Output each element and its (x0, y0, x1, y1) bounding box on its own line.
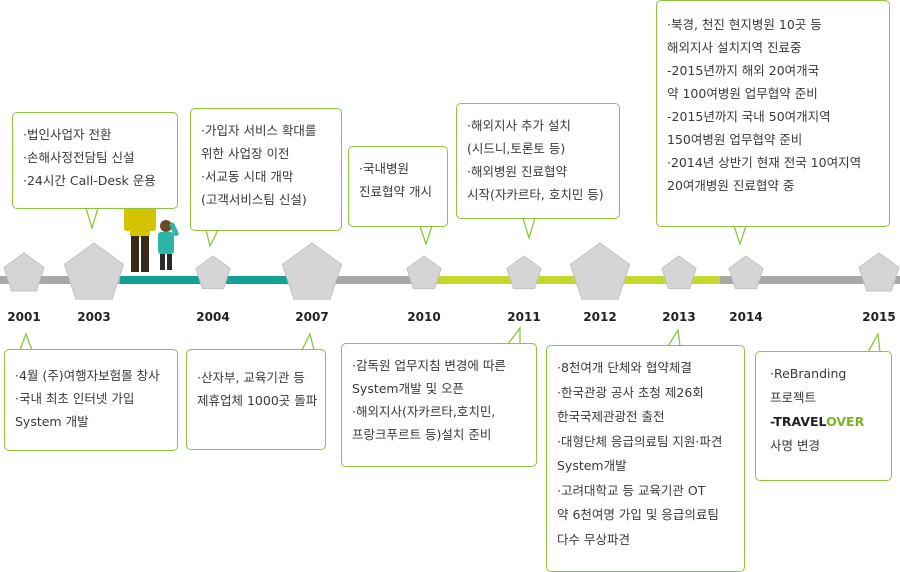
event-line: ·대형단체 응급의료팀 지원·파견 (557, 433, 723, 449)
event-box-2011: ·감독원 업무지침 변경에 따른 System개발 및 오픈 ·해외지사(자카르… (341, 343, 537, 467)
event-box-2015: ·ReBranding 프로젝트 -TRAVELOVER 사명 변경 (755, 351, 892, 481)
event-line: 20여개병원 진료협약 중 (667, 178, 795, 193)
year-label-2014: 2014 (729, 310, 763, 324)
event-box-2013: ·8천여개 단체와 협약체결 ·한국관광 공사 초청 제26회 한국국제관광전 … (546, 345, 745, 572)
timeline-marker-2003 (63, 242, 125, 300)
event-line: 약 100여병원 업무협약 준비 (667, 86, 818, 101)
event-line: 프랑크푸르트 등)설치 준비 (352, 427, 492, 442)
brand-logo-travelover: -TRAVELOVER (770, 410, 881, 434)
event-line: 150여병원 업무협약 준비 (667, 132, 803, 147)
event-line: ·8천여개 단체와 협약체결 (557, 360, 692, 375)
event-box-2012: ·해외지사 추가 설치 (시드니,토론토 등) ·해외병원 진료협약 시작(자카… (456, 103, 620, 219)
event-line: System개발 및 오픈 (352, 381, 465, 396)
event-line: ·24시간 Call-Desk 운용 (23, 173, 156, 188)
callout-pointer-2003 (85, 207, 99, 231)
event-line: 다수 무상파견 (557, 531, 630, 547)
event-line: ·4월 (주)여행자보험몰 창사 (15, 368, 160, 383)
event-line: 사명 변경 (770, 438, 820, 453)
year-label-2010: 2010 (407, 310, 441, 324)
event-line: System 개발 (15, 414, 89, 429)
timeline-segment-lime (420, 276, 720, 284)
event-line: -2015년까지 해외 20여개국 (667, 63, 820, 78)
timeline-segment-gray-1 (0, 276, 120, 284)
event-line: 약 6천여명 가입 및 응급의료팀 (557, 507, 719, 522)
timeline-marker-2011 (506, 255, 542, 290)
event-box-2010: ·국내병원 진료협약 개시 (348, 146, 448, 227)
event-line: System개발 (557, 458, 627, 473)
timeline-segment-gray-2 (315, 276, 420, 284)
event-line: ·해외지사(자카르타,호치민, (352, 404, 496, 419)
year-label-2013: 2013 (662, 310, 696, 324)
brand-prefix: - (770, 414, 774, 429)
callout-pointer-2014 (733, 225, 747, 247)
year-label-2011: 2011 (507, 310, 541, 324)
year-label-2007: 2007 (295, 310, 329, 324)
timeline-marker-2010 (406, 255, 442, 290)
event-box-2004: ·가입자 서비스 확대를 위한 사업장 이전 ·서교동 시대 개막 (고객서비스… (190, 108, 342, 231)
event-line: ·북경, 천진 현지병원 10곳 등 (667, 17, 822, 32)
event-box-2007: ·산자부, 교육기관 등 제휴업체 1000곳 돌파 (186, 349, 326, 450)
event-line: ·2014년 상반기 현재 전국 10여지역 (667, 155, 862, 170)
event-line: ·국내병원 (359, 161, 409, 176)
event-line: 제휴업체 1000곳 돌파 (197, 393, 318, 408)
year-label-2003: 2003 (77, 310, 111, 324)
callout-pointer-2001 (19, 332, 33, 351)
brand-part1: TRAVEL (773, 414, 827, 429)
timeline-marker-2012 (569, 242, 631, 300)
event-line: 해외지사 설치지역 진료중 (667, 40, 802, 55)
timeline-marker-2015 (858, 252, 900, 292)
event-line: ·서교동 시대 개막 (201, 169, 294, 184)
event-line: ·한국관광 공사 초청 제26회 (557, 384, 704, 400)
year-label-2015: 2015 (862, 310, 896, 324)
callout-pointer-2011 (506, 326, 521, 345)
timeline-marker-2014 (728, 255, 764, 290)
event-line: ·국내 최초 인터넷 가입 (15, 391, 135, 406)
callout-pointer-2004 (205, 229, 220, 248)
event-box-2003: ·법인사업자 전환 ·손해사정전담팀 신설 ·24시간 Call-Desk 운용 (12, 112, 178, 209)
event-line: 시작(자카르타, 호치민 등) (467, 187, 604, 202)
callout-pointer-2012 (522, 217, 536, 241)
event-line: ·손해사정전담팀 신설 (23, 150, 135, 165)
callout-pointer-2007 (300, 332, 315, 351)
event-line: ·해외병원 진료협약 (467, 164, 567, 179)
event-line: ·감독원 업무지침 변경에 따른 (352, 358, 506, 373)
event-line: ·고려대학교 등 교육기관 OT (557, 482, 706, 498)
event-line: ·ReBranding (770, 366, 847, 381)
event-line: (고객서비스팀 신설) (201, 192, 307, 207)
callout-pointer-2013 (666, 328, 681, 347)
brand-part2: OVER (826, 414, 865, 429)
event-box-2001: ·4월 (주)여행자보험몰 창사 ·국내 최초 인터넷 가입 System 개발 (4, 349, 178, 451)
event-line: 프로젝트 (770, 390, 817, 405)
event-line: ·산자부, 교육기관 등 (197, 370, 305, 385)
event-line: 위한 사업장 이전 (201, 146, 290, 161)
timeline-marker-2001 (3, 252, 45, 292)
event-line: ·가입자 서비스 확대를 (201, 123, 317, 138)
event-line: ·해외지사 추가 설치 (467, 118, 571, 133)
event-line: -2015년까지 국내 50여개지역 (667, 109, 831, 124)
event-line: 진료협약 개시 (359, 184, 432, 199)
event-box-2014: ·북경, 천진 현지병원 10곳 등 해외지사 설치지역 진료중 -2015년까… (656, 0, 890, 227)
timeline-segment-gray-3 (720, 276, 900, 284)
year-label-2012: 2012 (583, 310, 617, 324)
year-label-2004: 2004 (196, 310, 230, 324)
callout-pointer-2015 (866, 331, 881, 353)
year-label-2001: 2001 (7, 310, 41, 324)
timeline-marker-2004 (195, 255, 231, 290)
event-line: 한국국제관광전 출전 (557, 409, 665, 424)
timeline-marker-2007 (281, 242, 343, 300)
callout-pointer-2010 (419, 225, 433, 247)
event-line: (시드니,토론토 등) (467, 141, 566, 156)
event-line: ·법인사업자 전환 (23, 127, 112, 142)
timeline-marker-2013 (661, 255, 697, 290)
